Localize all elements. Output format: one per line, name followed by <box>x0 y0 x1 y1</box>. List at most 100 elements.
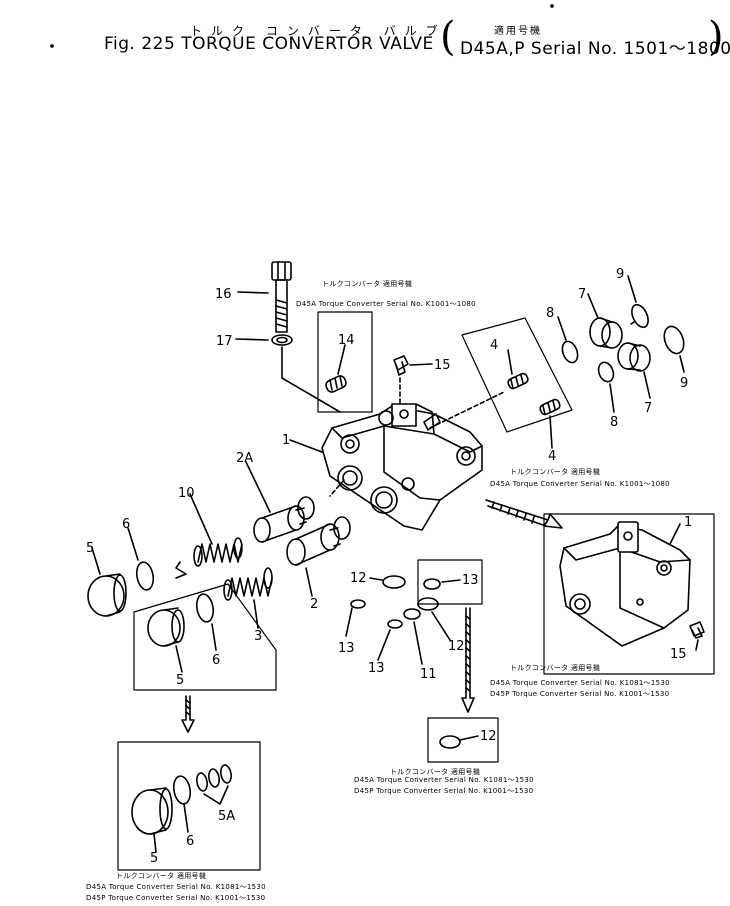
part-label: 11 <box>420 667 437 682</box>
spool-2 <box>286 516 351 566</box>
part-label: 15 <box>670 647 687 662</box>
plug-4b <box>539 398 561 416</box>
oring-13a <box>423 578 441 590</box>
note-bracket-4 <box>461 317 573 433</box>
leader-13a <box>441 579 461 583</box>
part-label: 4 <box>548 449 556 464</box>
part-label: 14 <box>338 333 355 348</box>
note-box-13 <box>417 559 483 605</box>
leader-6b <box>211 623 217 651</box>
part-label: 4 <box>490 338 498 353</box>
title-kana: トルク コンバータ バルブ <box>190 24 447 38</box>
scan-dot <box>50 44 54 48</box>
piston-7-top <box>589 317 623 349</box>
detail-box-5a <box>117 741 261 871</box>
spring-10 <box>193 537 243 567</box>
leader-17 <box>235 338 269 341</box>
note-bracket-14 <box>317 311 373 413</box>
part-label: 10 <box>178 486 195 501</box>
leader-5b <box>175 645 183 673</box>
part-label: 3 <box>254 629 262 644</box>
left-paren: ( <box>440 14 456 60</box>
part-label: 5 <box>150 851 158 866</box>
scan-dot <box>550 4 554 8</box>
snap-ring-9-top <box>630 303 649 329</box>
leader-5a-lower <box>203 785 229 805</box>
leader-bolt-to-body <box>281 346 341 413</box>
note-kana: トルクコンバータ 適用号機 <box>390 767 480 776</box>
leader-5a <box>91 547 101 575</box>
leader-10 <box>189 493 213 545</box>
part-label: 6 <box>212 653 220 668</box>
valve-body-1 <box>321 403 483 531</box>
note-kana: トルクコンバータ 適用号機 <box>322 279 412 288</box>
part-label: 9 <box>616 267 624 282</box>
part-label: 5A <box>218 809 235 824</box>
leader-15-top <box>409 363 433 366</box>
arrow-to-right-view <box>485 499 563 529</box>
leader-12c <box>459 735 479 741</box>
leader-6a <box>127 527 139 561</box>
serial-range: D45A,P Serial No. 1501～1800 <box>460 39 730 59</box>
part-label: 12 <box>448 639 465 654</box>
note-line: D45A Torque Converter Serial No. K1081～1… <box>86 883 266 891</box>
oring-11 <box>403 608 421 620</box>
leader-12b <box>431 611 451 641</box>
part-label: 9 <box>680 376 688 391</box>
plug-5-left <box>87 573 127 617</box>
note-line: D45A Torque Converter Serial No. K1001～1… <box>490 480 670 488</box>
oring-13b <box>350 599 366 609</box>
leader-1 <box>289 439 323 453</box>
detail-box-12 <box>427 717 499 763</box>
part-label: 2A <box>236 451 253 466</box>
leader-9b <box>679 355 685 373</box>
leader-2a <box>245 461 271 513</box>
plug-4a <box>507 372 529 390</box>
plug-5-lower <box>131 787 173 835</box>
oring-12c <box>439 735 461 749</box>
note-kana: トルクコンバータ 適用号機 <box>510 663 600 672</box>
part-label: 13 <box>462 573 479 588</box>
plug-5-box <box>147 607 185 647</box>
part-label: 1 <box>282 433 290 448</box>
note-kana: トルクコンバータ 適用号機 <box>116 871 206 880</box>
leader-8b <box>609 383 615 413</box>
part-label: 16 <box>215 287 232 302</box>
note-line: D45P Torque Converter Serial No. K1001～1… <box>86 894 265 902</box>
washer-17 <box>271 334 293 346</box>
leader-7a <box>587 293 599 319</box>
leader-13b <box>345 607 353 637</box>
leader-16 <box>237 291 269 294</box>
part-label: 5 <box>86 541 94 556</box>
plug-15-detail <box>689 621 705 639</box>
part-label: 7 <box>578 287 586 302</box>
leader-11 <box>413 621 423 665</box>
spool-2a <box>253 496 315 543</box>
note-bracket-5 <box>133 583 277 691</box>
ring-6-left <box>135 561 155 591</box>
note-kana: トルクコンバータ 適用号機 <box>510 467 600 476</box>
part-label: 6 <box>186 834 194 849</box>
figure-title: Fig. 225 TORQUE CONVERTOR VALVE <box>104 34 434 54</box>
oring-13c <box>387 619 403 629</box>
part-label: 8 <box>610 415 618 430</box>
part-label: 6 <box>122 517 130 532</box>
part-label: 2 <box>310 597 318 612</box>
bolt-16 <box>271 261 292 333</box>
valve-body-1-detail <box>559 521 691 647</box>
piston-7-bottom <box>617 342 651 372</box>
axis-spool <box>329 479 345 497</box>
leader-2 <box>305 567 313 597</box>
part-label: 17 <box>216 334 233 349</box>
arrow-down-center <box>461 607 475 713</box>
spring-3 <box>223 567 273 601</box>
leader-6c <box>183 803 189 833</box>
part-label: 1 <box>684 515 692 530</box>
note-line: D45A Torque Converter Serial No. K1081～1… <box>490 679 670 687</box>
leader-5c <box>153 833 157 853</box>
part-label: 5 <box>176 673 184 688</box>
axis-break <box>175 561 187 579</box>
part-label: 13 <box>338 641 355 656</box>
part-label: 12 <box>350 571 367 586</box>
ring-6-lower <box>172 775 192 805</box>
